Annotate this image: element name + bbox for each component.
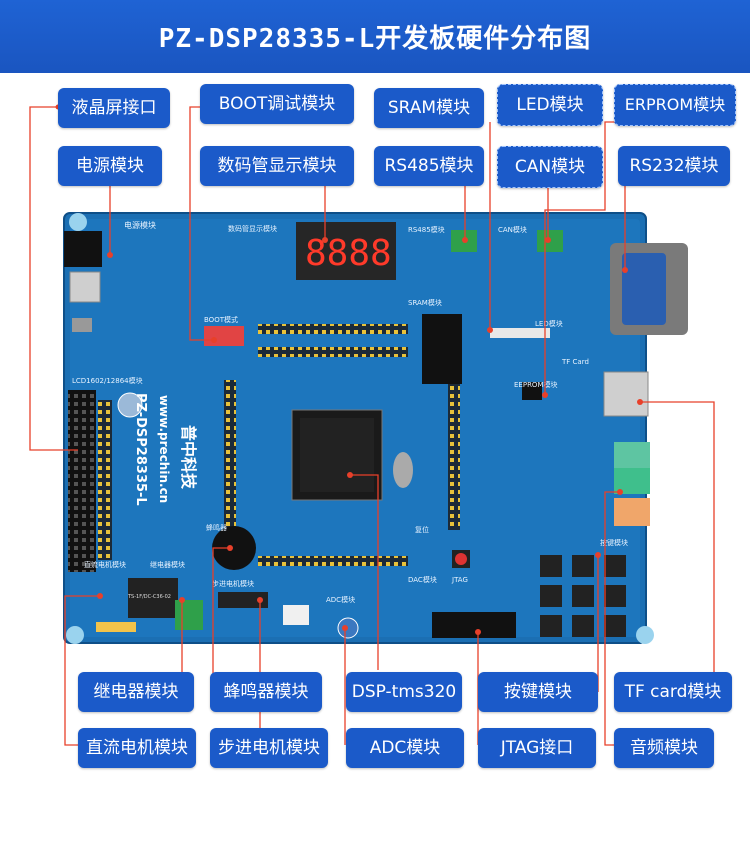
leader-boot	[189, 106, 214, 341]
segment-digits: 8888	[305, 233, 392, 274]
header-row-top-1	[258, 324, 408, 334]
leader-lcd	[29, 106, 78, 451]
label-led-module: LED模块	[497, 84, 603, 126]
silk-segment: 数码管显示模块	[228, 224, 277, 233]
silk-dac: DAC模块	[408, 575, 437, 584]
key-grid	[540, 555, 626, 637]
label-can-module: CAN模块	[497, 146, 603, 188]
silk-jtag: JTAG	[451, 576, 468, 584]
label-stepper-module: 步进电机模块	[210, 728, 328, 768]
page-title: PZ-DSP28335-L开发板硬件分布图	[158, 24, 592, 54]
header-row-top-2	[258, 347, 408, 357]
standoff-bottom-right	[636, 626, 654, 644]
label-dsp-chip: DSP-tms320	[346, 672, 462, 712]
leader-dc-motor	[64, 595, 100, 746]
silk-stepper: 步进电机模块	[212, 579, 254, 588]
key	[572, 585, 594, 607]
label-dc-motor-module: 直流电机模块	[78, 728, 196, 768]
leader-tf	[640, 401, 715, 680]
silk-lcd: LCD1602/12864模块	[72, 376, 143, 385]
leader-eeprom	[544, 121, 620, 395]
brand-url: www.prechin.cn	[157, 395, 171, 503]
label-tf-card-module: TF card模块	[614, 672, 732, 712]
silk-relay: 继电器模块	[150, 560, 185, 569]
jtag-connector	[432, 612, 516, 638]
crystal	[393, 452, 413, 488]
label-boot-module: BOOT调试模块	[200, 84, 354, 124]
key	[604, 555, 626, 577]
label-power-module: 电源模块	[58, 146, 162, 186]
leader-buzzer	[212, 547, 230, 692]
key	[540, 615, 562, 637]
key	[604, 615, 626, 637]
header-bar: PZ-DSP28335-L开发板硬件分布图	[0, 0, 750, 73]
stepper-connector	[283, 605, 309, 625]
usb-port	[72, 318, 92, 332]
header-left-column	[224, 380, 236, 530]
relay	[128, 578, 178, 618]
silk-adc: ADC模块	[326, 595, 355, 604]
label-relay-module: 继电器模块	[78, 672, 194, 712]
key	[572, 555, 594, 577]
brand-block: 普中科技	[179, 425, 198, 490]
stepper-driver	[218, 592, 268, 608]
motor-header	[96, 622, 136, 632]
eeprom-chip	[522, 382, 542, 400]
brand-model: PZ-DSP28335-L	[133, 393, 148, 506]
label-sram-module: SRAM模块	[374, 88, 484, 128]
label-eeprom-module: ERPROM模块	[614, 84, 736, 126]
audio-jack-orange	[614, 498, 650, 526]
brand-vendor: 普中科技	[179, 425, 198, 490]
lcd-header	[68, 390, 96, 572]
key	[540, 585, 562, 607]
silk-buzzer: 蜂鸣器	[206, 523, 227, 532]
silk-relay-part: TS-1F/DC-C36-02	[127, 594, 171, 600]
silk-eeprom: EEPROM模块	[514, 380, 557, 389]
silk-rs485: RS485模块	[408, 225, 445, 234]
key	[604, 585, 626, 607]
segment-display	[296, 222, 396, 280]
silk-boot: BOOT模式	[204, 315, 238, 324]
tf-card-slot	[603, 371, 649, 417]
silk-keys: 按键模块	[600, 538, 628, 547]
label-segment-module: 数码管显示模块	[200, 146, 354, 186]
label-rs232-module: RS232模块	[618, 146, 730, 186]
power-jack	[64, 231, 102, 267]
audio-jack-green-1	[614, 442, 650, 468]
lcd-potentiometer	[117, 392, 143, 418]
standoff-top-left	[69, 213, 87, 231]
relay-terminal	[175, 600, 203, 630]
power-switch	[69, 271, 101, 303]
boot-switch	[204, 326, 244, 346]
label-rs485-module: RS485模块	[374, 146, 484, 186]
key	[540, 555, 562, 577]
buzzer	[212, 526, 256, 570]
header-right-column	[448, 380, 460, 530]
silk-led: LED模块	[535, 319, 563, 328]
led-row	[490, 328, 550, 338]
standoff-bottom-left	[66, 626, 84, 644]
sram-chip	[422, 314, 462, 384]
silk-tf: TF Card	[561, 358, 589, 366]
label-audio-module: 音频模块	[614, 728, 714, 768]
label-buzzer-module: 蜂鸣器模块	[210, 672, 322, 712]
silk-sram: SRAM模块	[408, 298, 442, 307]
leader-dsp	[350, 474, 379, 670]
label-key-module: 按键模块	[478, 672, 598, 712]
silk-power: 电源模块	[124, 220, 156, 230]
label-lcd-interface: 液晶屏接口	[58, 88, 170, 128]
header-row-bottom	[258, 556, 408, 566]
label-adc-module: ADC模块	[346, 728, 464, 768]
key	[572, 615, 594, 637]
silk-reset: 复位	[415, 525, 429, 534]
leader-audio	[604, 491, 620, 746]
silk-can: CAN模块	[498, 225, 527, 234]
silk-dc-motor: 直流电机模块	[84, 560, 126, 569]
label-jtag-interface: JTAG接口	[478, 728, 596, 768]
